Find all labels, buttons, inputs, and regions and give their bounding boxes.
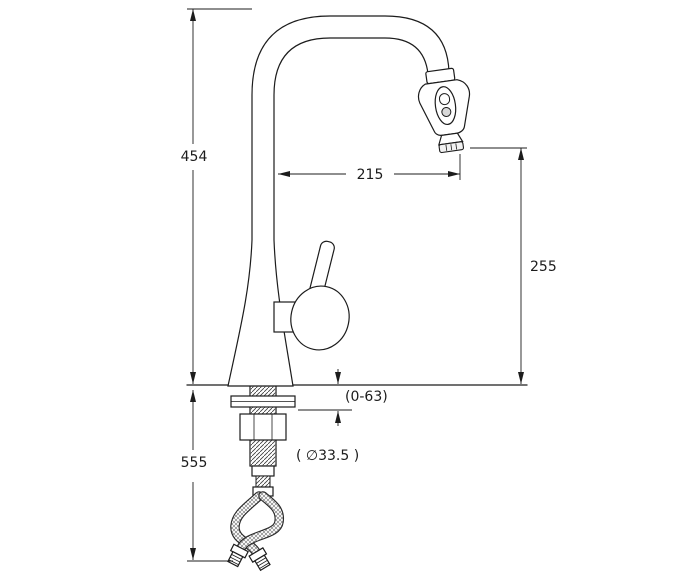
mounting-hardware xyxy=(230,385,296,497)
hose-union-thread xyxy=(255,475,271,488)
spray-button-upper xyxy=(438,93,451,106)
hose-union-nut xyxy=(251,465,275,477)
dim-spout-height: 255 xyxy=(470,147,557,384)
hole-diameter-label: ( ∅33.5 ) xyxy=(296,448,359,464)
hose-length-label: 555 xyxy=(181,455,208,471)
dim-hose-length: 555 xyxy=(181,390,233,562)
spray-button-lower xyxy=(441,106,452,117)
hose-fitting-left-thread xyxy=(254,554,271,572)
overall-height-label: 454 xyxy=(181,149,208,165)
spray-head xyxy=(417,67,471,154)
handle xyxy=(273,240,350,351)
dim-spout-reach: 215 xyxy=(278,154,461,183)
hose-fitting-left-thread-lines xyxy=(256,557,270,569)
dim-deck-thickness: (0-63) xyxy=(298,369,388,426)
spout-reach-label: 215 xyxy=(357,167,384,183)
hose-fitting-left xyxy=(248,547,271,572)
deck-thickness-label: (0-63) xyxy=(345,389,388,405)
supply-hose-right xyxy=(237,492,283,552)
mounting-locknut xyxy=(239,413,287,441)
dim-hole-diameter: ( ∅33.5 ) xyxy=(296,448,359,464)
dim-overall-height: 454 xyxy=(181,8,252,384)
spout-height-label: 255 xyxy=(530,259,557,275)
hose-fitting-right-thread xyxy=(227,550,244,568)
supply-hoses xyxy=(227,491,285,572)
handle-body xyxy=(290,285,350,351)
hose-fitting-right xyxy=(227,543,249,568)
spray-aerator-slots xyxy=(445,143,458,151)
